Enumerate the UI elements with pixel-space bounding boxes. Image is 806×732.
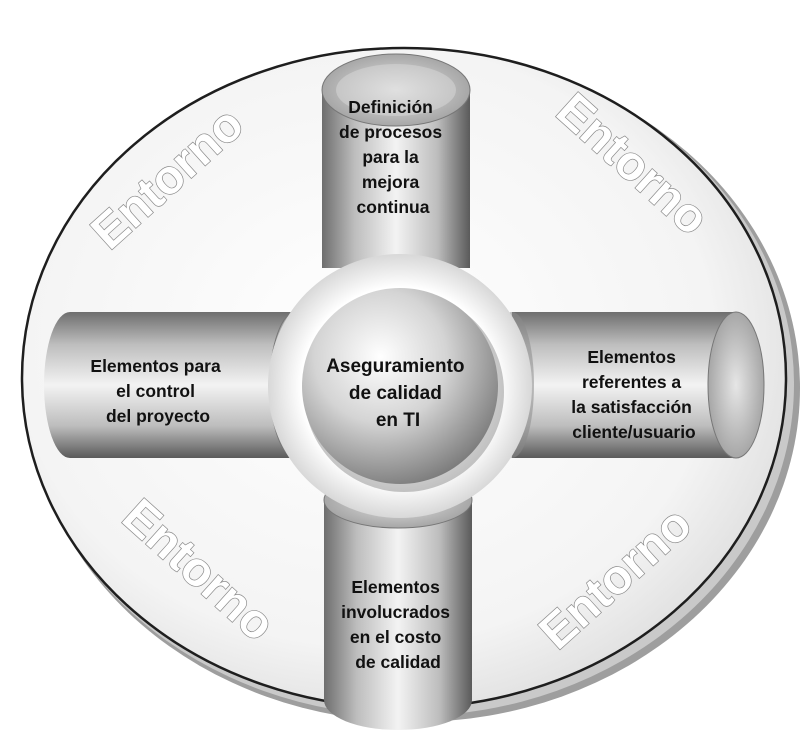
- pillar-top-line: Definición: [348, 97, 433, 117]
- center-line: en TI: [376, 410, 420, 431]
- pillar-top-line: para la: [362, 147, 419, 167]
- pillar-bottom-line: involucrados: [341, 602, 450, 622]
- pillar-left-line: Elementos para: [90, 356, 221, 376]
- center-sphere: [302, 288, 504, 492]
- pillar-left-label: Elementos para el control del proyecto: [90, 356, 225, 426]
- pillar-bottom-line: de calidad: [355, 652, 441, 672]
- pillar-top-label: Definición de procesos para la mejora co…: [339, 97, 447, 217]
- environment-disc: [20, 46, 800, 722]
- pillar-top-line: de procesos: [339, 122, 442, 142]
- pillar-right-line: cliente/usuario: [572, 422, 696, 442]
- pillar-top-line: mejora: [362, 172, 420, 192]
- pillar-top: [321, 53, 471, 268]
- pillar-right-line: la satisfacción: [571, 397, 692, 417]
- pillar-right-label: Elementos referentes a la satisfacción c…: [571, 347, 697, 442]
- pillar-left-line: el control: [116, 381, 195, 401]
- pillar-top-line: continua: [357, 197, 430, 217]
- center-line: de calidad: [349, 383, 442, 404]
- pillar-left-line: del proyecto: [106, 406, 210, 426]
- pillar-bottom-label: Elementos involucrados en el costo de ca…: [341, 577, 455, 672]
- pillar-right-line: Elementos: [587, 347, 676, 367]
- pillar-right-line: referentes a: [582, 372, 681, 392]
- pillar-bottom-line: en el costo: [350, 627, 441, 647]
- pillar-bottom-line: Elementos: [351, 577, 440, 597]
- center-title: Aseguramiento de calidad en TI: [326, 356, 470, 431]
- center-line: Aseguramiento: [326, 356, 464, 377]
